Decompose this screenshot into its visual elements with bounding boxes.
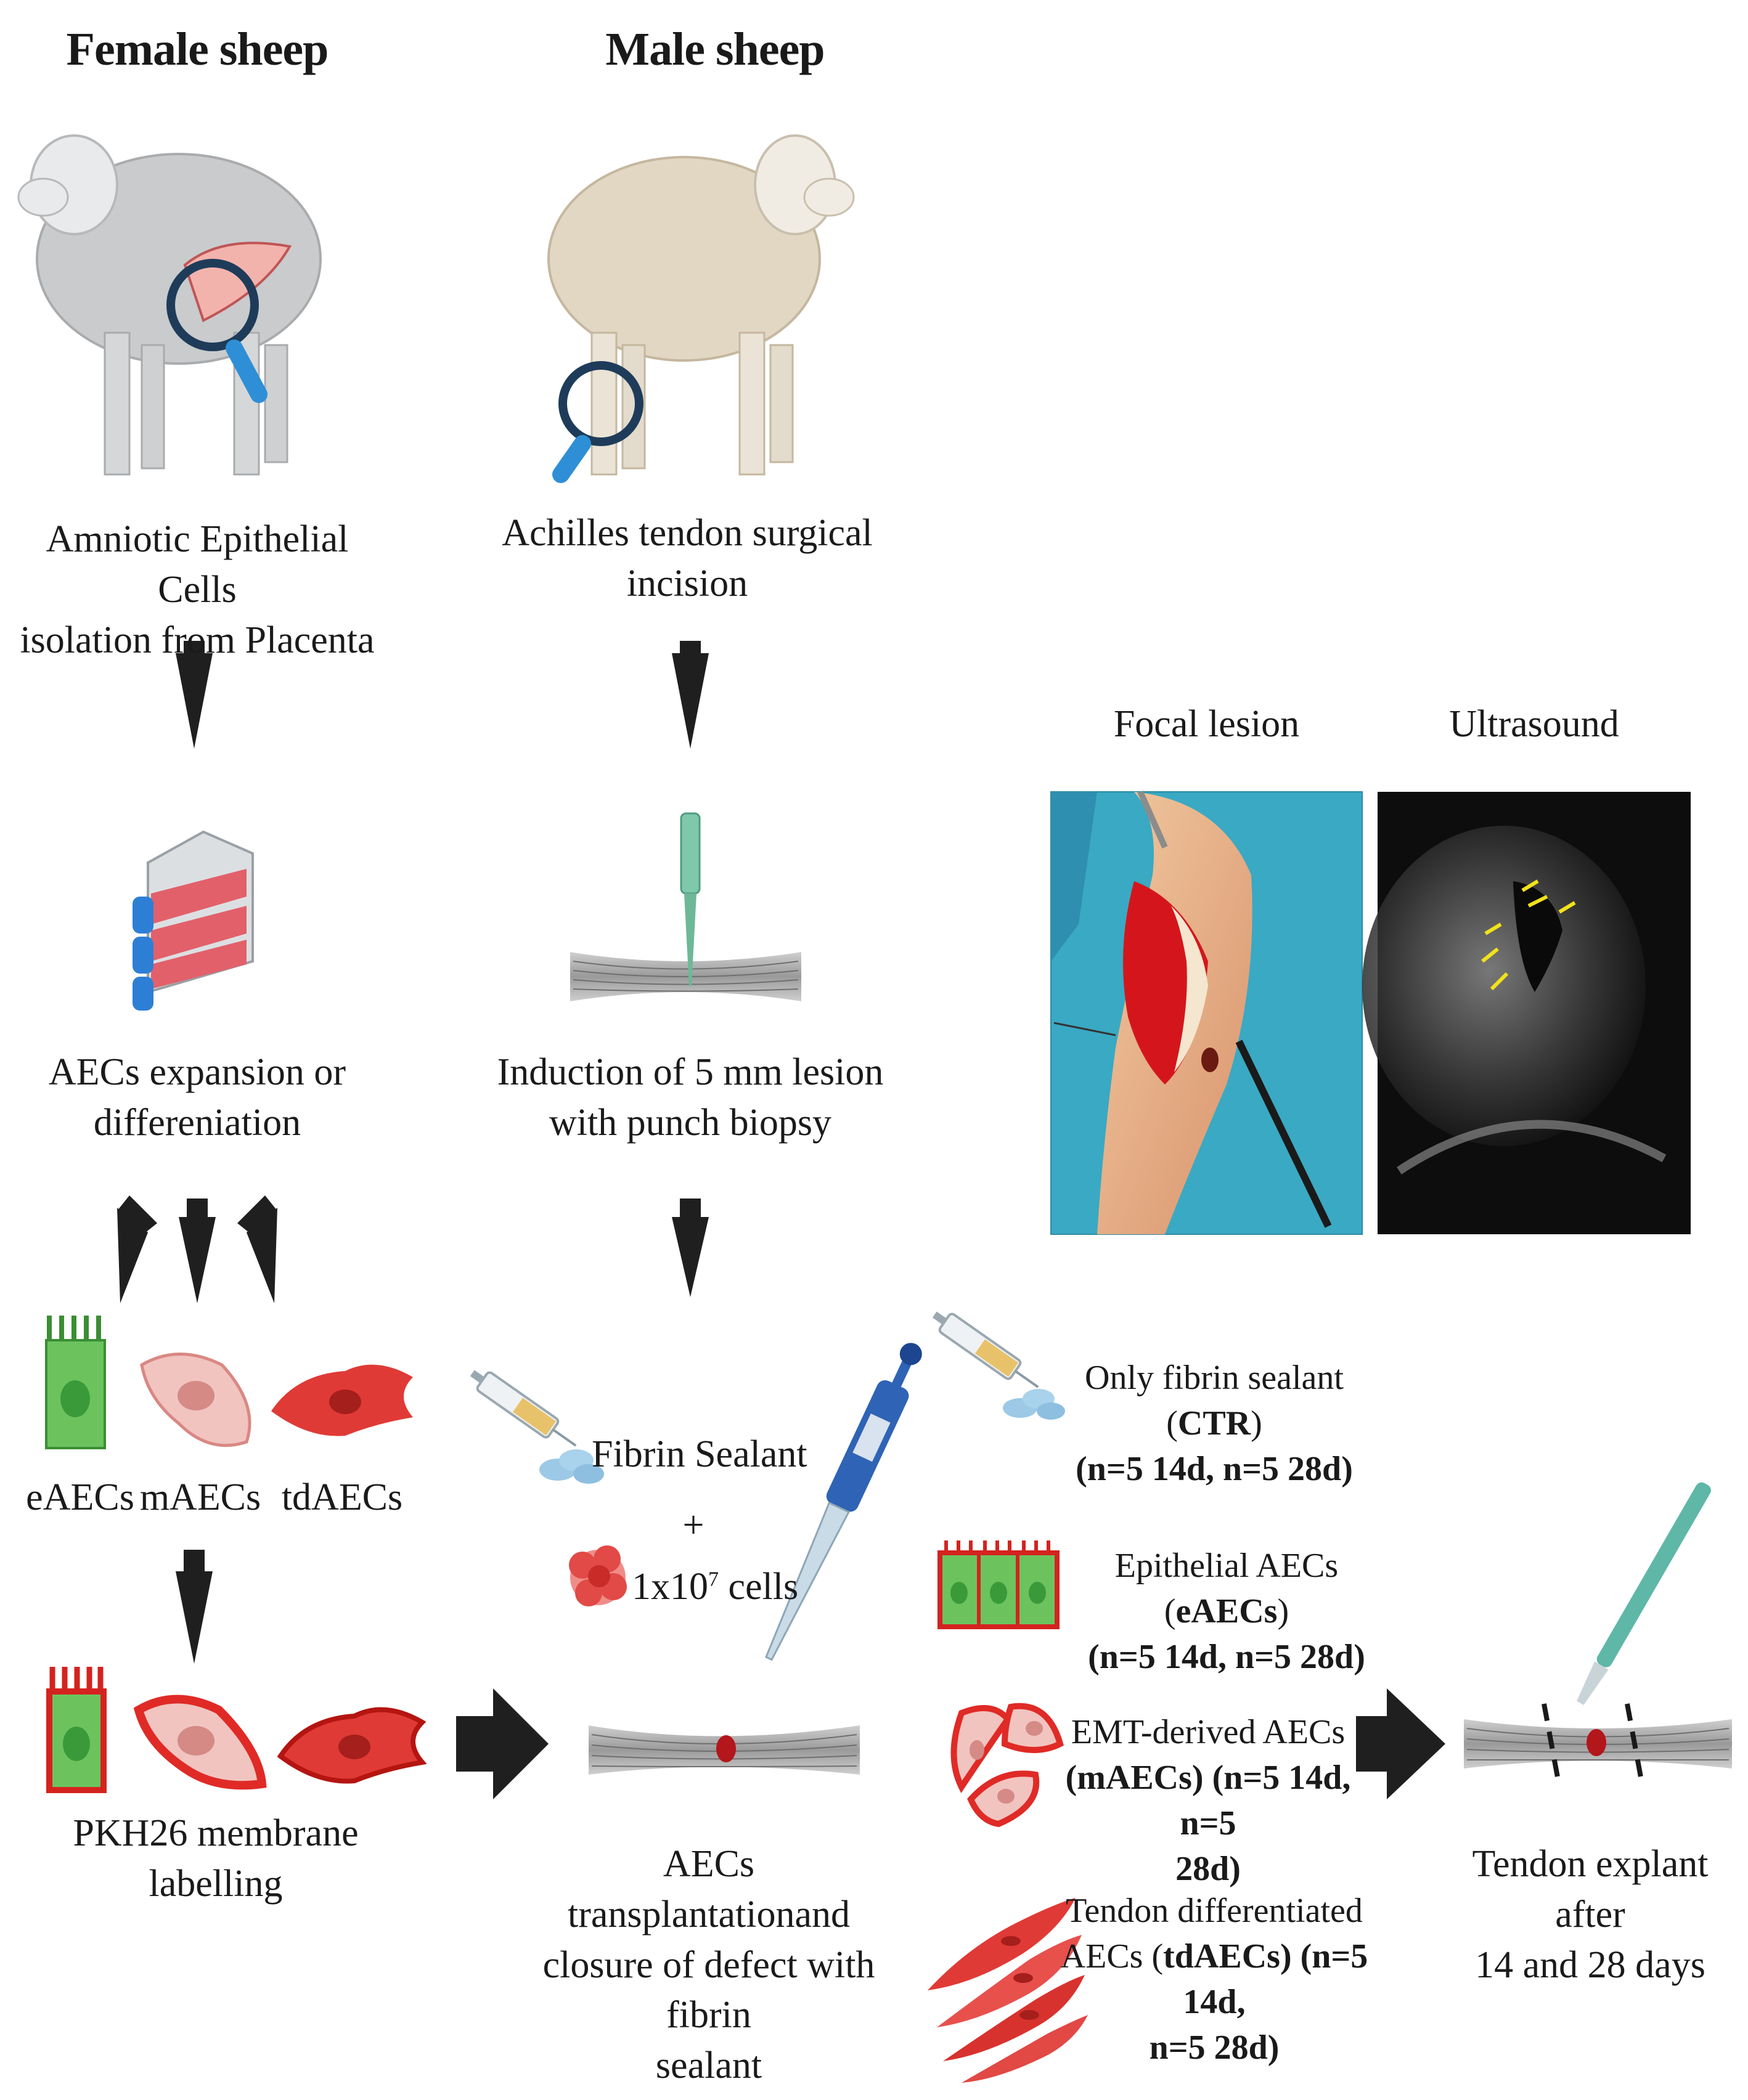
fibrin-gel-icon [539, 1449, 604, 1484]
label-cell-count: 1x107 cells [632, 1566, 799, 1608]
arrow-down-1 [176, 641, 213, 749]
syringe-icon [470, 1370, 577, 1447]
group-maecs-label: EMT-derived AECs (mAECs) (n=5 14d, n=5 2… [1065, 1713, 1351, 1888]
label-ultrasound: Ultrasound [1449, 703, 1619, 745]
cell-cluster-icon [569, 1545, 627, 1606]
culture-flasks-illustration [133, 830, 254, 1011]
pipette-icon [765, 1343, 922, 1661]
tendon-with-lesion [589, 1725, 860, 1775]
cell-tdaecs [271, 1364, 413, 1436]
label-fibrin-sealant: Fibrin Sealant [592, 1433, 807, 1475]
tdaecs-group-icon [928, 1898, 1088, 2083]
focal-lesion-photo [1050, 790, 1363, 1235]
ctr-syringe-icon [932, 1311, 1065, 1420]
label-focal-lesion: Focal lesion [1113, 703, 1300, 745]
label-eaecs: eAECs [26, 1476, 134, 1518]
heading-male-sheep: Male sheep [605, 23, 825, 75]
punch-biopsy-illustration [570, 812, 801, 1001]
label-tdaecs: tdAECs [281, 1476, 403, 1518]
arrow-down-3 [672, 1199, 709, 1297]
arrow-right-1 [456, 1688, 549, 1799]
labelled-eaecs [46, 1667, 107, 1793]
male-sheep-illustration [547, 134, 855, 483]
arrow-down-2 [672, 641, 709, 749]
cell-maecs [140, 1353, 251, 1447]
labelled-tdaecs [277, 1707, 427, 1784]
female-sheep-illustration [17, 134, 322, 476]
arrow-right-2 [1356, 1688, 1445, 1799]
heading-female-sheep: Female sheep [66, 23, 329, 75]
group-tdaecs-label: Tendon differentiated AECs (tdAECs) (n=5… [1060, 1892, 1368, 2067]
labelled-maecs [133, 1695, 267, 1790]
label-maecs: mAECs [139, 1476, 261, 1518]
arrows-split [117, 1195, 277, 1303]
group-ctr-label: Only fibrin sealant (CTR) (n=5 14d, n=5 … [1076, 1359, 1353, 1488]
ultrasound-image [1362, 792, 1691, 1234]
label-plus: + [682, 1504, 705, 1546]
cell-eaecs [45, 1316, 106, 1449]
group-eaecs-label: Epithelial AECs (eAECs) (n=5 14d, n=5 28… [1088, 1547, 1365, 1676]
eaecs-group-icon [937, 1540, 1060, 1629]
arrow-down-4 [176, 1550, 213, 1664]
explant-illustration [1464, 1482, 1732, 1788]
maecs-group-icon [950, 1703, 1064, 1828]
